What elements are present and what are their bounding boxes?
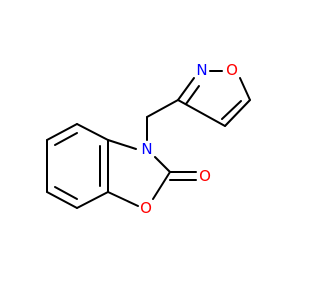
atom-o-ring: O (140, 199, 152, 217)
bond-c3-ch2 (146, 99, 179, 118)
benzene-ring (46, 123, 109, 209)
bond-c6-c7 (46, 191, 78, 209)
bond-c7-c7a (76, 191, 109, 209)
bond-c5-c4-double (221, 100, 242, 120)
bond-c3a-c4 (76, 123, 109, 141)
bond-c2-o1 (152, 171, 171, 200)
atom-n-benzoxazolone: N (141, 140, 152, 158)
bond-c5-c4 (224, 99, 251, 127)
atom-o-carbonyl: O (199, 167, 211, 185)
oxazolone-ring (107, 139, 197, 207)
bond-c4-c5 (46, 123, 78, 141)
isoxazole-ring (177, 70, 251, 127)
bond-c4-c3 (177, 99, 226, 127)
bond-o1-c7a (107, 191, 139, 207)
bond-o1-c5 (239, 77, 251, 101)
bond-c4-c5-double (54, 132, 78, 146)
atom-labels: N O N O O (140, 61, 238, 217)
molecule-canvas: N O N O O (46, 61, 251, 217)
molecule-structure: N O N O O (46, 61, 251, 217)
bond-c6-c7-double (54, 186, 78, 200)
bond-c3a-n3 (107, 139, 137, 150)
atom-o-isoxazole: O (226, 61, 238, 79)
bond-c3-n2 (177, 77, 195, 101)
bond-c3-n2-double (185, 85, 200, 105)
atom-n-isoxazole: N (196, 61, 207, 79)
bond-n3-c2 (154, 156, 171, 173)
